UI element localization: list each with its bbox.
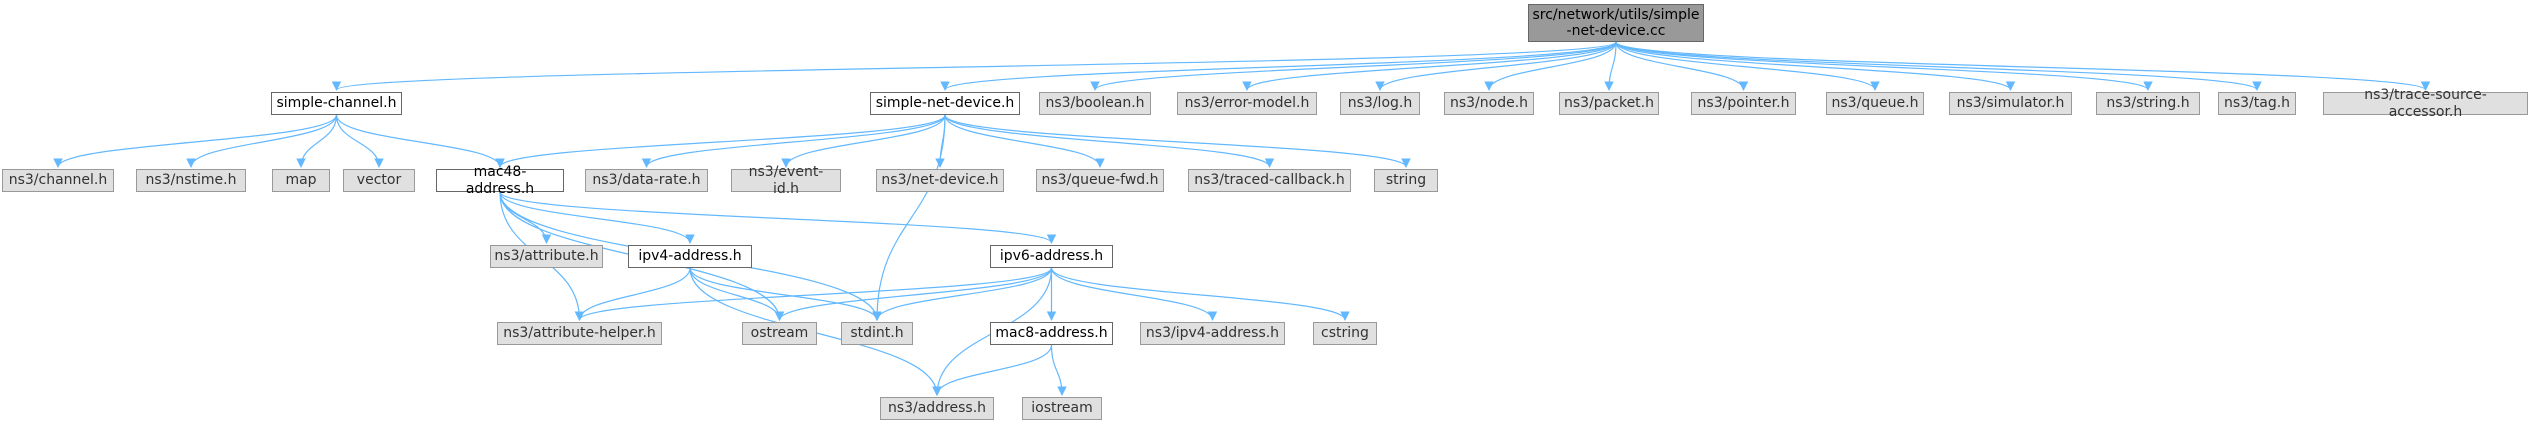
node-net-device: ns3/net-device.h — [876, 169, 1004, 192]
node-stdint: stdint.h — [841, 322, 913, 345]
edge-simple-channel-to-map — [296, 114, 338, 168]
node-error-model: ns3/error-model.h — [1177, 92, 1317, 115]
node-root[interactable]: src/network/utils/simple -net-device.cc — [1528, 4, 1704, 42]
edge-root-to-error-model — [1242, 41, 1617, 91]
edge-root-to-node — [1484, 41, 1617, 91]
node-nstime: ns3/nstime.h — [136, 169, 246, 192]
node-packet: ns3/packet.h — [1559, 92, 1659, 115]
node-ipv6-address[interactable]: ipv6-address.h — [990, 245, 1113, 268]
edge-simple-net-device-to-event-id — [781, 114, 946, 168]
edge-root-to-trace-source-accessor — [1615, 41, 2430, 91]
edge-root-to-simple-channel — [332, 41, 1617, 91]
edge-mac48-address-to-ipv6-address — [499, 191, 1057, 244]
edge-simple-channel-to-vector — [335, 114, 384, 168]
node-cstring: cstring — [1313, 322, 1377, 345]
node-attribute: ns3/attribute.h — [490, 245, 603, 268]
edge-root-to-queue — [1615, 41, 1880, 91]
edge-simple-net-device-to-data-rate — [641, 114, 946, 168]
node-queue-fwd: ns3/queue-fwd.h — [1036, 169, 1164, 192]
node-map: map — [272, 169, 330, 192]
node-iostream: iostream — [1022, 397, 1102, 420]
node-attribute-helper: ns3/attribute-helper.h — [497, 322, 662, 345]
edge-root-to-simulator — [1615, 41, 2016, 91]
node-pointer: ns3/pointer.h — [1691, 92, 1796, 115]
node-node: ns3/node.h — [1444, 92, 1534, 115]
edge-mac8-address-to-address — [932, 344, 1053, 396]
edge-mac48-address-to-ipv4-address — [499, 191, 695, 244]
node-mac48-address[interactable]: mac48-address.h — [436, 164, 564, 197]
node-mac8-address[interactable]: mac8-address.h — [990, 322, 1113, 345]
edge-ipv6-address-to-stdint — [872, 267, 1053, 321]
node-traced-callback: ns3/traced-callback.h — [1188, 169, 1351, 192]
edge-root-to-tag — [1615, 41, 2262, 91]
edge-simple-net-device-to-string — [944, 114, 1411, 168]
node-string-h: ns3/string.h — [2096, 92, 2200, 115]
edge-ipv6-address-to-attribute-helper — [574, 267, 1053, 321]
edge-ipv6-address-to-ns3-ipv4-address — [1050, 267, 1218, 321]
edge-simple-net-device-to-queue-fwd — [944, 114, 1105, 168]
node-ostream: ostream — [742, 322, 817, 345]
node-queue: ns3/queue.h — [1826, 92, 1924, 115]
node-channel: ns3/channel.h — [2, 169, 114, 192]
node-tag: ns3/tag.h — [2218, 92, 2296, 115]
node-simple-channel[interactable]: simple-channel.h — [271, 92, 402, 115]
edge-root-to-string-h — [1615, 41, 2153, 91]
node-vector: vector — [343, 169, 415, 192]
node-trace-source-accessor: ns3/trace-source-accessor.h — [2323, 87, 2528, 120]
node-ns3-ipv4-address: ns3/ipv4-address.h — [1140, 322, 1285, 345]
edge-mac8-address-to-iostream — [1050, 344, 1067, 396]
node-simulator: ns3/simulator.h — [1949, 92, 2072, 115]
edge-simple-net-device-to-mac48-address — [495, 114, 946, 168]
edge-simple-net-device-to-stdint — [872, 114, 946, 321]
edge-simple-channel-to-channel — [53, 114, 338, 168]
node-event-id: ns3/event-id.h — [731, 164, 841, 197]
edge-root-to-boolean — [1090, 41, 1617, 91]
edge-root-to-log — [1375, 41, 1617, 91]
edge-ipv6-address-to-cstring — [1050, 267, 1350, 321]
edge-root-to-pointer — [1615, 41, 1749, 91]
edge-root-to-simple-net-device — [940, 41, 1617, 91]
edge-ipv4-address-to-stdint — [689, 267, 882, 321]
node-boolean: ns3/boolean.h — [1039, 92, 1151, 115]
node-ipv4-address[interactable]: ipv4-address.h — [628, 245, 752, 268]
node-address: ns3/address.h — [880, 397, 994, 420]
edge-simple-channel-to-mac48-address — [335, 114, 505, 168]
node-simple-net-device[interactable]: simple-net-device.h — [870, 92, 1020, 115]
edge-simple-channel-to-nstime — [186, 114, 338, 168]
edge-simple-net-device-to-traced-callback — [944, 114, 1275, 168]
edge-ipv6-address-to-ostream — [774, 267, 1053, 321]
edge-root-to-packet — [1604, 41, 1617, 91]
node-data-rate: ns3/data-rate.h — [585, 169, 708, 192]
node-string: string — [1374, 169, 1438, 192]
node-log: ns3/log.h — [1340, 92, 1420, 115]
